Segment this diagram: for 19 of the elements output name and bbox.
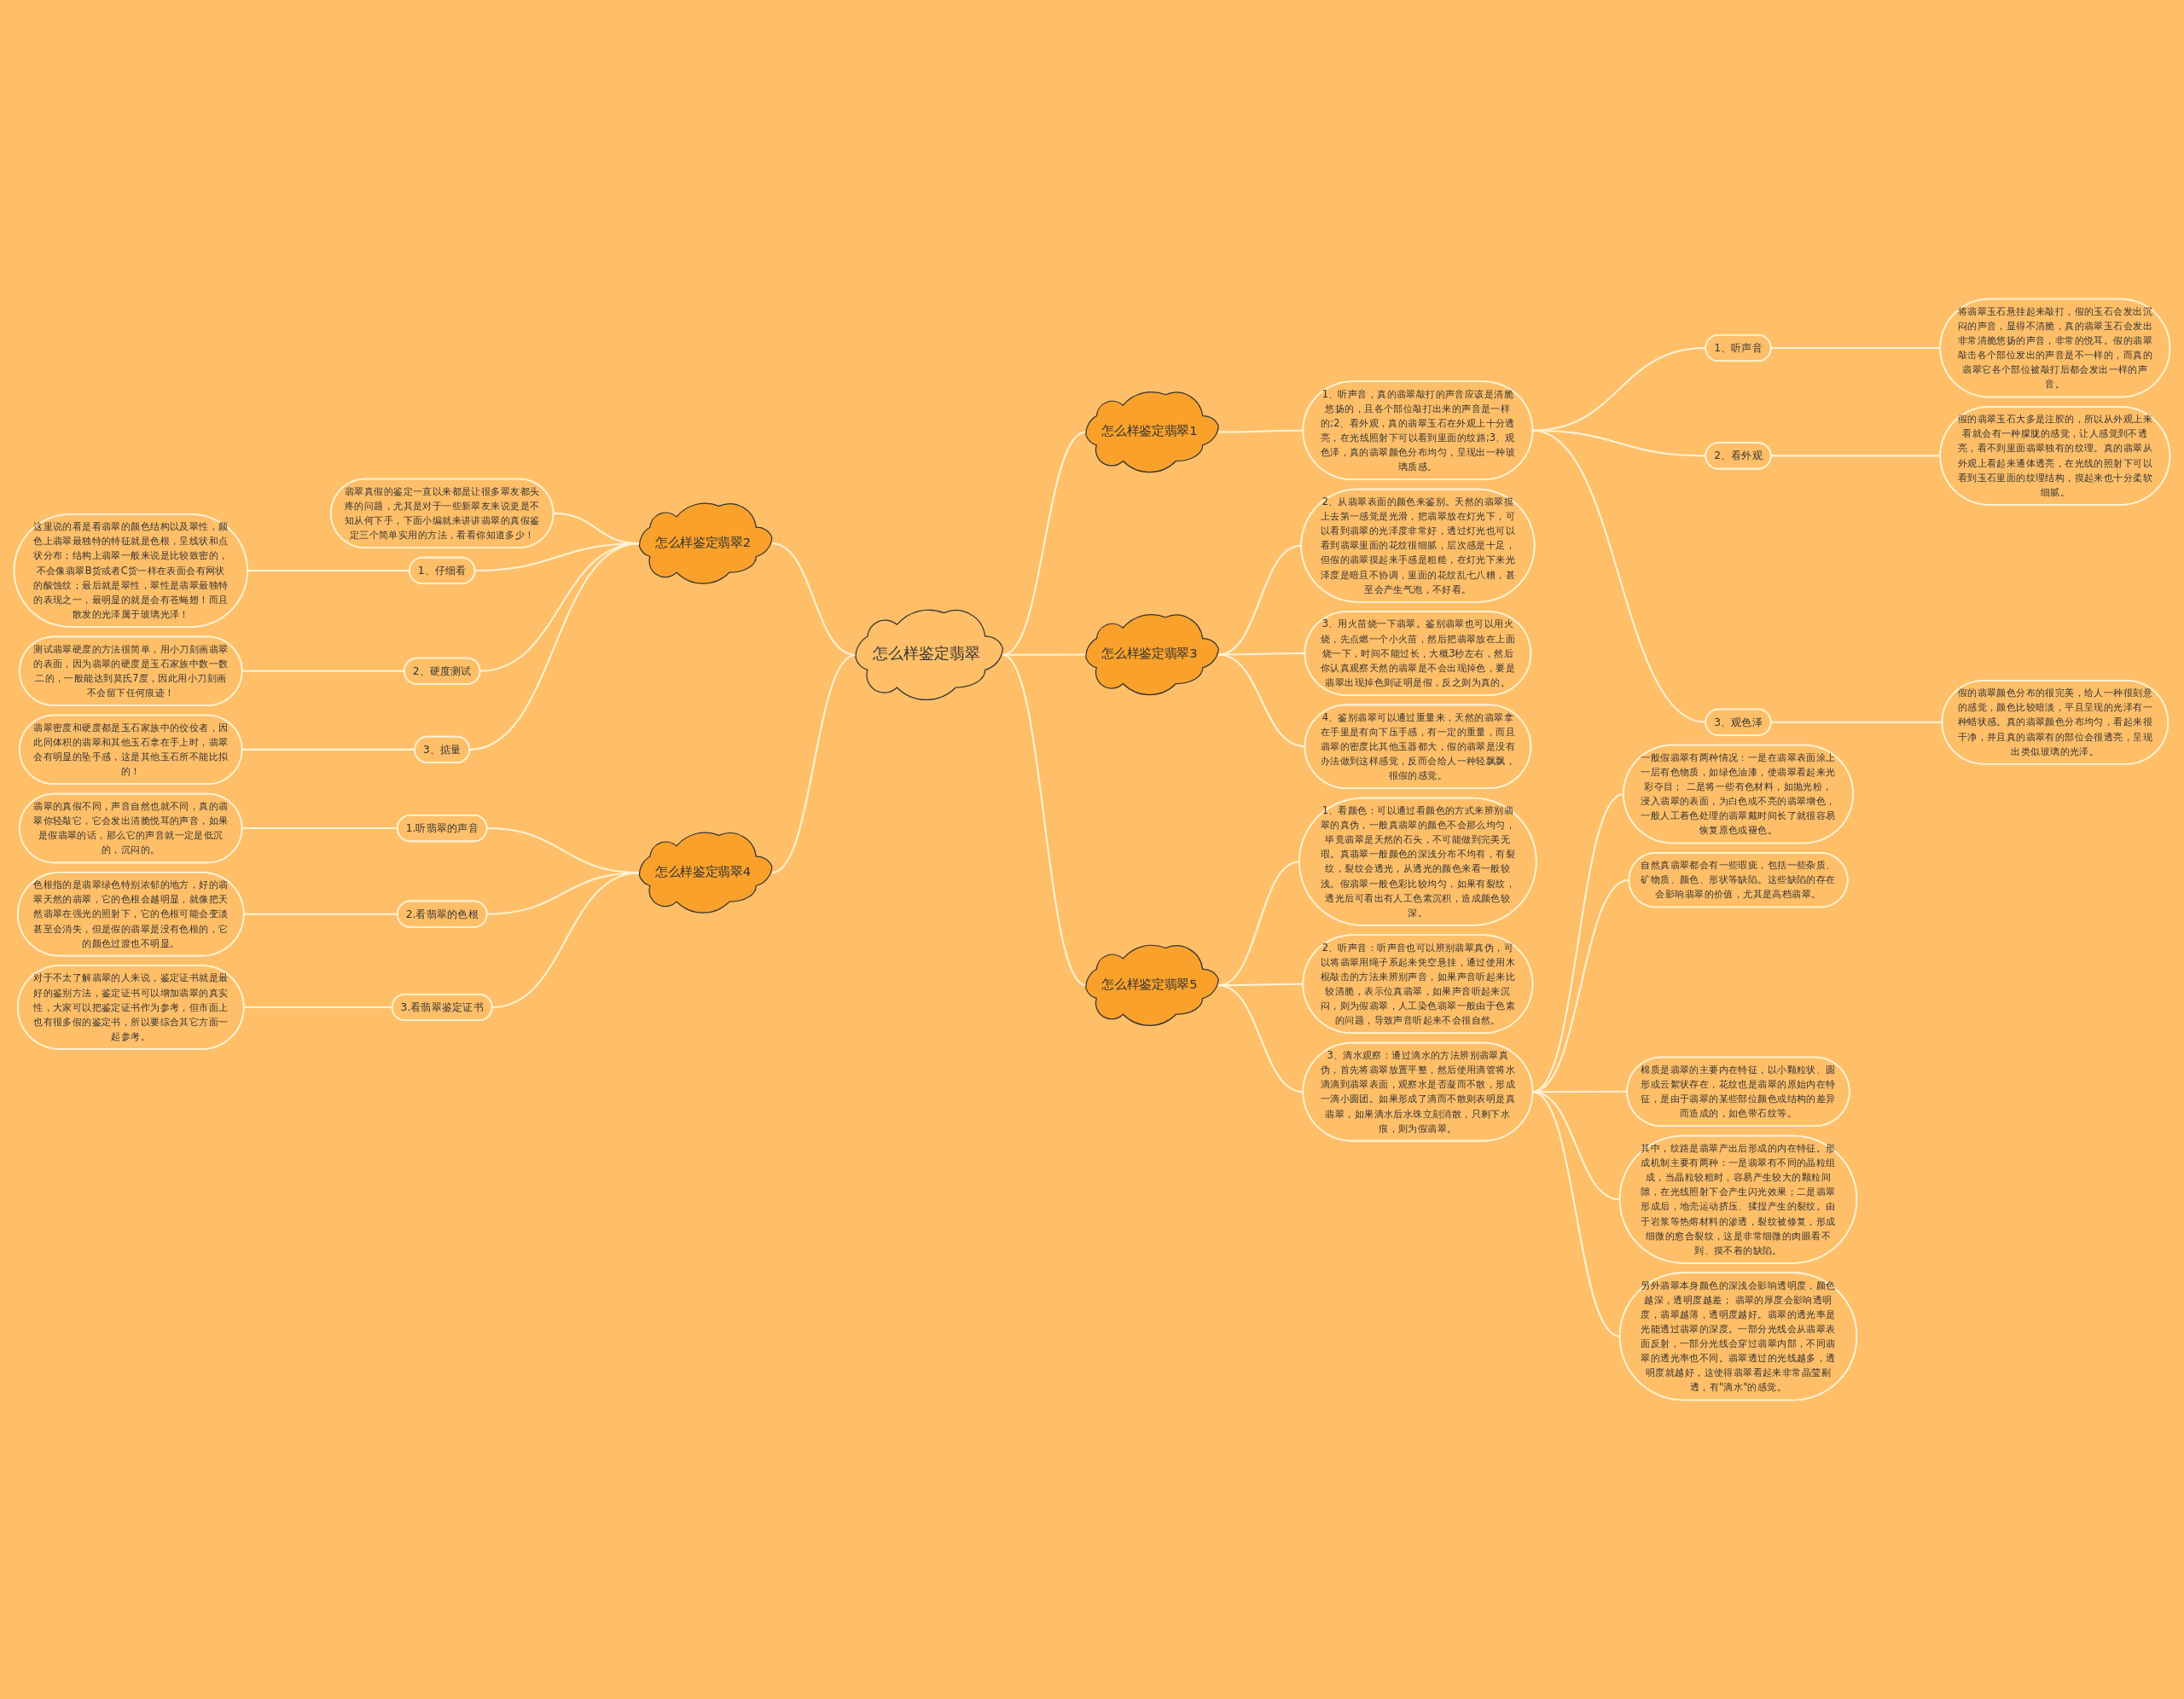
connector [247, 569, 410, 571]
connector [1002, 653, 1087, 987]
connector [241, 748, 415, 751]
connector [241, 827, 398, 830]
connector [1218, 429, 1304, 433]
connector [243, 1006, 392, 1008]
connector [469, 542, 640, 751]
connector [241, 670, 404, 672]
connector [1770, 455, 1941, 457]
connector [1218, 984, 1304, 1093]
connector [1770, 347, 1941, 350]
connector [491, 872, 640, 1008]
connector [771, 653, 857, 874]
connector [243, 913, 398, 915]
connector [1218, 653, 1305, 748]
connector [1770, 721, 1943, 723]
connector [1532, 429, 1706, 723]
connector [1218, 544, 1302, 656]
connector [1532, 1091, 1620, 1201]
